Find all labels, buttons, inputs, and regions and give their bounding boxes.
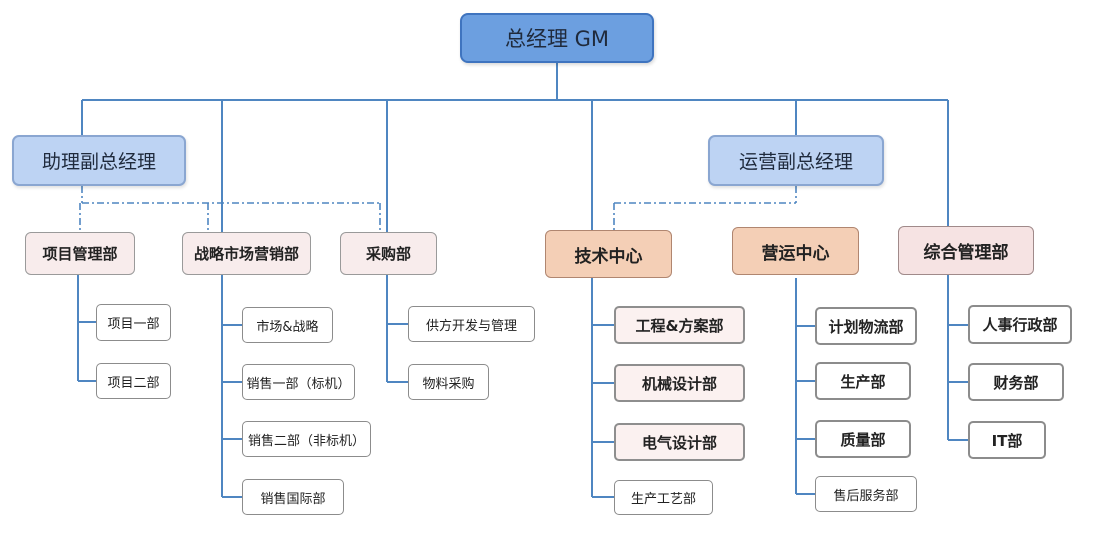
sub-hr-admin: 人事行政部 — [968, 305, 1072, 344]
sub-engineering-solutions: 工程&方案部 — [614, 306, 745, 344]
dept-ops-center: 营运中心 — [732, 227, 859, 275]
sub-production-process: 生产工艺部 — [614, 480, 713, 515]
sub-sales-2: 销售二部（非标机） — [242, 421, 371, 457]
dept-general-management: 综合管理部 — [898, 226, 1034, 275]
dept-tech-center: 技术中心 — [545, 230, 672, 278]
sub-it: IT部 — [968, 421, 1046, 459]
sub-project-dept-1: 项目一部 — [96, 304, 171, 341]
sub-sales-international: 销售国际部 — [242, 479, 344, 515]
sub-supplier-development: 供方开发与管理 — [408, 306, 535, 342]
sub-sales-1: 销售一部（标机） — [242, 364, 355, 400]
dept-strategy-marketing: 战略市场营销部 — [182, 232, 311, 275]
sub-electrical-design: 电气设计部 — [614, 423, 745, 461]
dept-project-management: 项目管理部 — [25, 232, 135, 275]
sub-quality: 质量部 — [815, 420, 911, 458]
sub-mechanical-design: 机械设计部 — [614, 364, 745, 402]
sub-after-sales-service: 售后服务部 — [815, 476, 917, 512]
general-manager-node: 总经理 GM — [460, 13, 654, 63]
operations-vp-node: 运营副总经理 — [708, 135, 884, 186]
sub-planning-logistics: 计划物流部 — [815, 307, 917, 345]
sub-production: 生产部 — [815, 362, 911, 400]
dept-purchasing: 采购部 — [340, 232, 437, 275]
sub-project-dept-2: 项目二部 — [96, 363, 171, 399]
sub-market-strategy: 市场&战略 — [242, 307, 333, 343]
sub-finance: 财务部 — [968, 363, 1064, 401]
assistant-vp-node: 助理副总经理 — [12, 135, 186, 186]
sub-material-purchasing: 物料采购 — [408, 364, 489, 400]
